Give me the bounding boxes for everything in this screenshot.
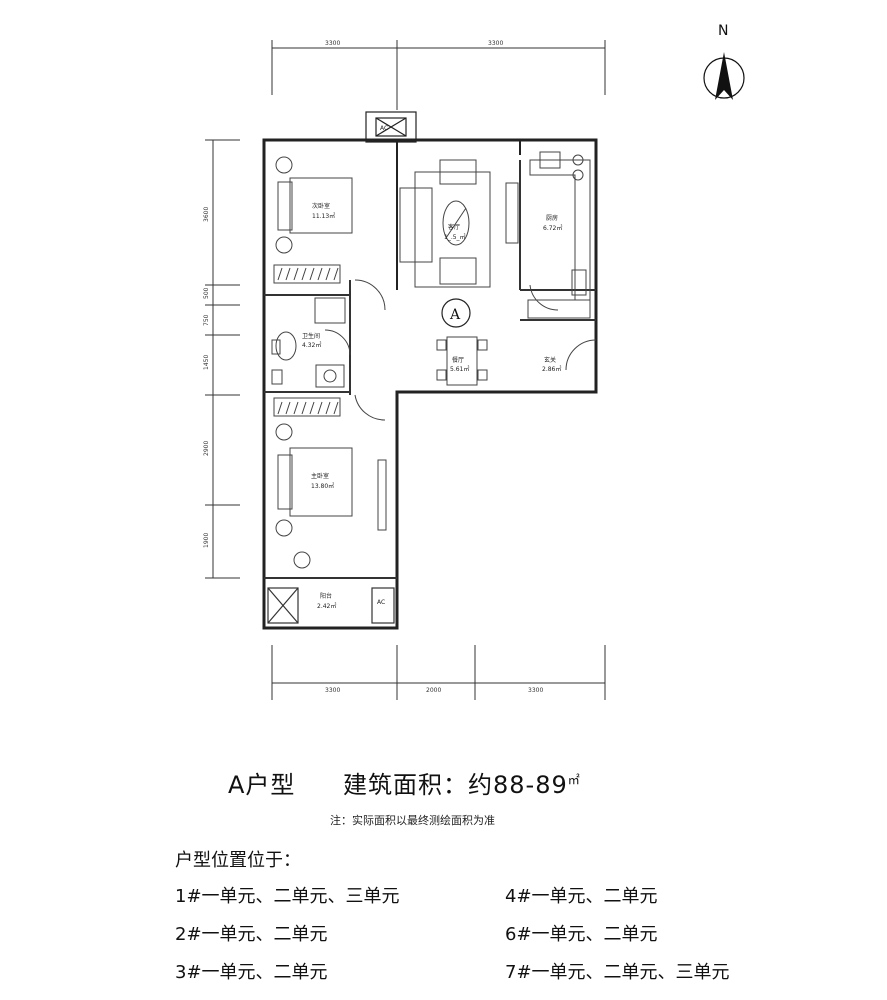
location-item: 3#一单元、二单元	[175, 962, 328, 983]
dim-left-2: 500	[203, 287, 210, 299]
room-area-dining: 5.61㎡	[450, 365, 469, 373]
dim-left-1: 3600	[203, 207, 210, 222]
floor-plan: 3300 3300 3300 2000 3300 3600 500 750 14…	[203, 23, 745, 700]
bed-bedroom2	[275, 156, 353, 254]
area-title: 建筑面积：约88-89㎡	[343, 765, 581, 800]
room-name-dining: 餐厅	[452, 356, 464, 364]
room-name-entry: 玄关	[544, 356, 556, 364]
dim-left-6: 1900	[203, 533, 210, 548]
area-label: 建筑面积：约88-89	[343, 771, 568, 799]
dim-bottom-1: 3300	[325, 687, 340, 694]
dim-top-1: 3300	[325, 40, 340, 47]
dim-left-5: 2900	[203, 441, 210, 456]
dim-top-2: 3300	[488, 40, 503, 47]
dim-bottom-3: 3300	[528, 687, 543, 694]
location-item: 2#一单元、二单元	[175, 924, 328, 945]
compass-label: N	[718, 23, 728, 39]
unit-marker-circle	[441, 298, 471, 328]
door-swing-entry	[565, 339, 597, 371]
room-name-master: 主卧室	[311, 472, 329, 480]
north-arrow-icon: N	[703, 23, 745, 100]
ac-label-top: AC	[380, 125, 388, 132]
room-area-entry: 2.86㎡	[542, 365, 561, 373]
area-unit: ㎡	[567, 773, 581, 787]
master-desk	[377, 459, 387, 531]
dim-left-4: 1450	[203, 355, 210, 370]
living-room-furniture	[399, 159, 519, 288]
dining-table	[436, 336, 488, 386]
location-item: 7#一单元、二单元、三单元	[505, 962, 730, 983]
room-name-bedroom2: 次卧室	[312, 202, 330, 210]
unit-type-title: A户型	[228, 771, 296, 799]
room-area-living: 1_.5_㎡	[444, 233, 466, 241]
bed-master	[275, 423, 353, 537]
room-name-living: 客厅	[448, 223, 460, 231]
room-area-bath: 4.32㎡	[302, 341, 321, 349]
room-area-master: 13.80㎡	[311, 482, 334, 490]
ventilation-shaft	[365, 111, 417, 143]
wardrobe-bedroom2	[273, 264, 341, 284]
balcony	[267, 587, 395, 624]
door-swing-kitchen	[529, 284, 559, 311]
room-area-balcony: 2.42㎡	[317, 602, 336, 610]
room-area-kitchen: 6.72㎡	[543, 224, 562, 232]
bathroom-fixtures	[271, 297, 346, 388]
unit-marker: A	[449, 307, 461, 323]
location-item: 4#一单元、二单元	[505, 886, 658, 907]
dim-left-3: 750	[203, 314, 210, 326]
room-name-bath: 卫生间	[302, 332, 320, 340]
dim-bottom-2: 2000	[426, 687, 441, 694]
area-note: 注：实际面积以最终测绘面积为准	[330, 814, 495, 827]
location-item: 6#一单元、二单元	[505, 924, 658, 945]
room-name-balcony: 阳台	[320, 592, 332, 600]
room-area-bedroom2: 11.13㎡	[312, 212, 335, 220]
location-item: 1#一单元、二单元、三单元	[175, 886, 400, 907]
location-heading: 户型位置位于：	[175, 850, 301, 871]
ac-label-balcony: AC	[377, 599, 385, 606]
door-swing-master	[354, 394, 386, 421]
wardrobe-master	[273, 397, 341, 417]
exterior-wall	[262, 138, 598, 630]
master-chair	[293, 551, 311, 569]
room-name-kitchen: 厨房	[546, 214, 558, 222]
door-swing-bath	[324, 329, 351, 356]
door-swing-bedroom2	[354, 279, 386, 311]
kitchen-counter	[527, 151, 591, 319]
